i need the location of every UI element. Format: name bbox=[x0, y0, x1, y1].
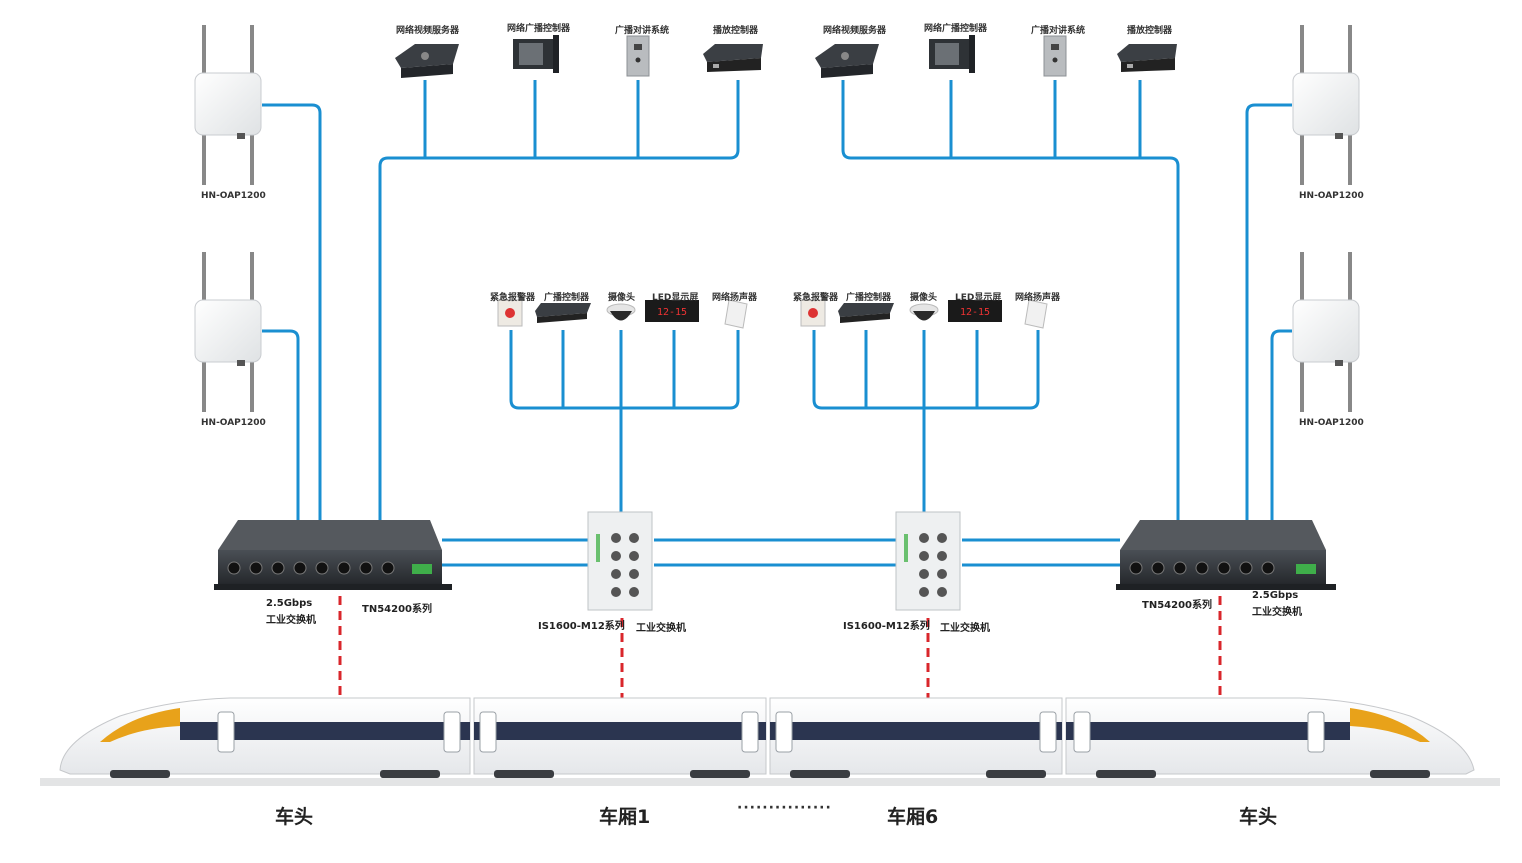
emergency-alarm-icon bbox=[497, 299, 523, 327]
tn54200-switch-right bbox=[1116, 520, 1336, 590]
device-label: 播放控制器 bbox=[713, 26, 759, 36]
device-label: 广播对讲系统 bbox=[1031, 26, 1086, 36]
switch-speed-label: 2.5Gbps bbox=[266, 598, 313, 609]
ap-mid-left bbox=[194, 252, 262, 412]
device-label: 广播对讲系统 bbox=[615, 26, 670, 36]
top-left-bus-link bbox=[378, 80, 740, 522]
broadcast-controller-icon bbox=[535, 303, 591, 323]
section-label-head-left: 车头 bbox=[275, 806, 314, 828]
broadcast-controller-icon bbox=[929, 35, 975, 73]
led-display-icon: 12-15 bbox=[645, 300, 699, 322]
device-label: 网络广播控制器 bbox=[924, 24, 988, 34]
ap-label: HN-OAP1200 bbox=[1299, 418, 1364, 428]
video-server-icon bbox=[395, 44, 459, 78]
emergency-alarm-icon bbox=[800, 299, 826, 327]
switch-type-label: 工业交换机 bbox=[940, 623, 990, 634]
camera-icon bbox=[606, 303, 636, 321]
device-label: 网络视频服务器 bbox=[823, 26, 887, 36]
section-label-head-right: 车头 bbox=[1239, 806, 1278, 828]
device-label: 网络扬声器 bbox=[712, 293, 758, 303]
ap-label: HN-OAP1200 bbox=[1299, 191, 1364, 201]
led-display-text: 12-15 bbox=[960, 307, 990, 318]
ap-top-right-link bbox=[1245, 103, 1292, 522]
led-display-text: 12-15 bbox=[657, 307, 687, 318]
network-speaker-icon bbox=[1024, 299, 1048, 329]
is1600-switch-car1 bbox=[587, 511, 653, 611]
train-links bbox=[338, 596, 1222, 700]
track bbox=[40, 778, 1500, 786]
switch-model-label: IS1600-M12系列 bbox=[843, 621, 930, 632]
switch-type-label: 工业交换机 bbox=[266, 615, 316, 626]
device-label: 摄像头 bbox=[910, 293, 938, 303]
video-server-icon bbox=[815, 44, 879, 78]
device-label: 网络视频服务器 bbox=[396, 26, 460, 36]
switch-type-label: 工业交换机 bbox=[636, 623, 686, 634]
device-label: 播放控制器 bbox=[1127, 26, 1173, 36]
ap-top-right bbox=[1292, 25, 1360, 185]
ap-mid-right bbox=[1292, 252, 1360, 412]
train bbox=[59, 697, 1475, 778]
car6-bus-link bbox=[812, 330, 1040, 410]
ap-top-left bbox=[194, 25, 262, 185]
ap-mid-right-link bbox=[1270, 329, 1292, 522]
car1-bus-link bbox=[509, 330, 740, 410]
playback-controller-icon bbox=[1117, 44, 1177, 72]
section-label-car6: 车厢6 bbox=[887, 806, 939, 828]
intercom-icon bbox=[626, 35, 650, 77]
device-label: LED显示屏 bbox=[955, 293, 1002, 303]
switch-type-label: 工业交换机 bbox=[1252, 607, 1302, 618]
device-label: 紧急报警器 bbox=[490, 293, 536, 303]
led-display-icon: 12-15 bbox=[948, 300, 1002, 322]
camera-icon bbox=[909, 303, 939, 321]
ap-top-left-link bbox=[262, 103, 322, 522]
is1600-switch-car6 bbox=[895, 511, 961, 611]
device-label: 广播控制器 bbox=[544, 293, 590, 303]
ap-label: HN-OAP1200 bbox=[201, 418, 266, 428]
ap-mid-left-link bbox=[262, 329, 300, 522]
broadcast-controller-icon bbox=[838, 303, 894, 323]
switch-model-label: TN54200系列 bbox=[362, 604, 432, 615]
switch-speed-label: 2.5Gbps bbox=[1252, 590, 1299, 601]
device-label: 紧急报警器 bbox=[793, 293, 839, 303]
playback-controller-icon bbox=[703, 44, 763, 72]
device-label: 网络广播控制器 bbox=[507, 24, 571, 34]
intercom-icon bbox=[1043, 35, 1067, 77]
switch-model-label: IS1600-M12系列 bbox=[538, 621, 625, 632]
top-right-bus-link bbox=[841, 80, 1180, 522]
device-label: 网络扬声器 bbox=[1015, 293, 1061, 303]
tn54200-switch-left bbox=[214, 520, 452, 590]
network-speaker-icon bbox=[724, 299, 748, 329]
ap-label: HN-OAP1200 bbox=[201, 191, 266, 201]
device-label: 摄像头 bbox=[608, 293, 636, 303]
section-label-car1: 车厢1 bbox=[599, 806, 651, 828]
device-label: LED显示屏 bbox=[652, 293, 699, 303]
section-separator: ··············· bbox=[737, 800, 832, 816]
broadcast-controller-icon bbox=[513, 35, 559, 73]
device-label: 广播控制器 bbox=[846, 293, 892, 303]
network-links bbox=[262, 80, 1292, 567]
switch-model-label: TN54200系列 bbox=[1142, 600, 1212, 611]
